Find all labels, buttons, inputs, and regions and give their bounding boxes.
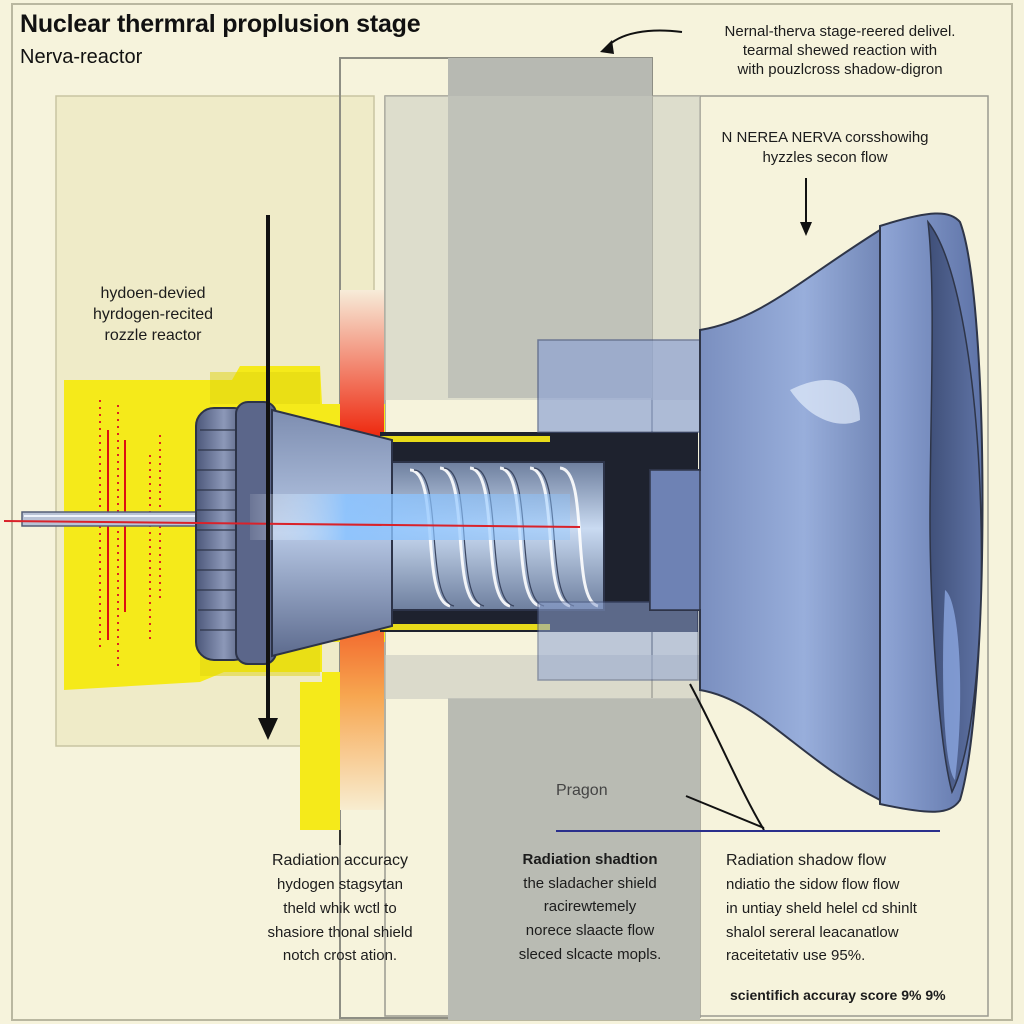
chamber-yellow-top bbox=[380, 436, 550, 442]
left-note-line: hyrdogen-recited bbox=[92, 306, 214, 324]
caption-line: in untiay sheld helel cd shinlt bbox=[726, 899, 917, 917]
top-right-note-line: tearmal shewed reaction with bbox=[742, 42, 938, 60]
pragon-leader-a bbox=[689, 683, 765, 831]
left-note-line: hydoen-devied bbox=[100, 285, 206, 302]
injector-rod bbox=[21, 511, 201, 527]
nozzle-throat-block bbox=[649, 469, 701, 611]
diagram-subtitle: Nerva-reactor bbox=[20, 46, 143, 68]
caption-line: the sladacher shield bbox=[523, 874, 657, 892]
top-arrow-curve bbox=[605, 29, 683, 49]
hydrogen-flow-glow bbox=[250, 494, 570, 540]
left-note: hydoen-devied hyrdogen-recited rozzle re… bbox=[58, 283, 248, 346]
red-flow-axis bbox=[3, 520, 581, 528]
top-right-note-line: with pouzlcross shadow-digron bbox=[737, 61, 943, 79]
caption-line: Radiation shadtion bbox=[522, 851, 658, 868]
caption-line: Radiation shadow flow bbox=[726, 852, 887, 869]
bell-mouth bbox=[926, 219, 983, 795]
housing-lower bbox=[537, 601, 699, 681]
mid-right-note-line: hyzzles secon flow bbox=[762, 148, 888, 166]
translucent-housing bbox=[537, 339, 719, 433]
down-arrow-head bbox=[258, 718, 278, 740]
caption-line: norece slaacte flow bbox=[525, 922, 655, 940]
bottom-caption-2: Radiation shadtion the sladacher shield … bbox=[490, 848, 690, 966]
caption-line: raceitetativ use 95%. bbox=[726, 947, 866, 965]
caption-line: theld whik wctl to bbox=[283, 899, 397, 917]
accuracy-score: scientifich accuray score 9% 9% bbox=[730, 987, 946, 1003]
pragon-label: Pragon bbox=[556, 782, 608, 799]
top-right-note-line: Nernal-therva stage-reered delivel. bbox=[724, 23, 956, 40]
mid-right-note-line: N NEREA NERVA corsshowihg bbox=[721, 129, 929, 146]
bottom-caption-3: Radiation shadow flow ndiatio the sidow … bbox=[726, 848, 986, 968]
chamber-yellow-bottom bbox=[380, 624, 550, 630]
left-note-line: rozzle reactor bbox=[104, 327, 202, 345]
caption-line: racirewtemely bbox=[543, 898, 637, 916]
mid-right-note: N NEREA NERVA corsshowihg hyzzles secon … bbox=[690, 128, 960, 167]
bell-highlight bbox=[790, 380, 860, 424]
top-right-note: Nernal-therva stage-reered delivel. tear… bbox=[690, 22, 990, 80]
gray-panel-bottom bbox=[448, 698, 700, 1020]
caption-line: Radiation accuracy bbox=[271, 852, 409, 869]
mid-arrow-head bbox=[800, 222, 812, 236]
caption-line: shasiore thonal shield bbox=[267, 923, 413, 941]
caption-line: notch crost ation. bbox=[282, 947, 398, 965]
diagram-title: Nuclear thermral proplusion stage bbox=[20, 10, 421, 38]
red-dotted-lines bbox=[99, 400, 161, 670]
top-arrow-head bbox=[600, 40, 614, 54]
caption-line: hydogen stagsytan bbox=[277, 876, 403, 894]
bell-inner-panel bbox=[943, 590, 961, 780]
caption-line: sleced slcacte mopls. bbox=[518, 945, 662, 963]
bottom-caption-1: Radiation accuracy hydogen stagsytan the… bbox=[240, 848, 440, 968]
caption-line: ndiatio the sidow flow flow bbox=[726, 876, 900, 894]
pragon-leader-b bbox=[685, 795, 765, 829]
caption-line: shalol sereral leacanatlow bbox=[726, 923, 899, 941]
